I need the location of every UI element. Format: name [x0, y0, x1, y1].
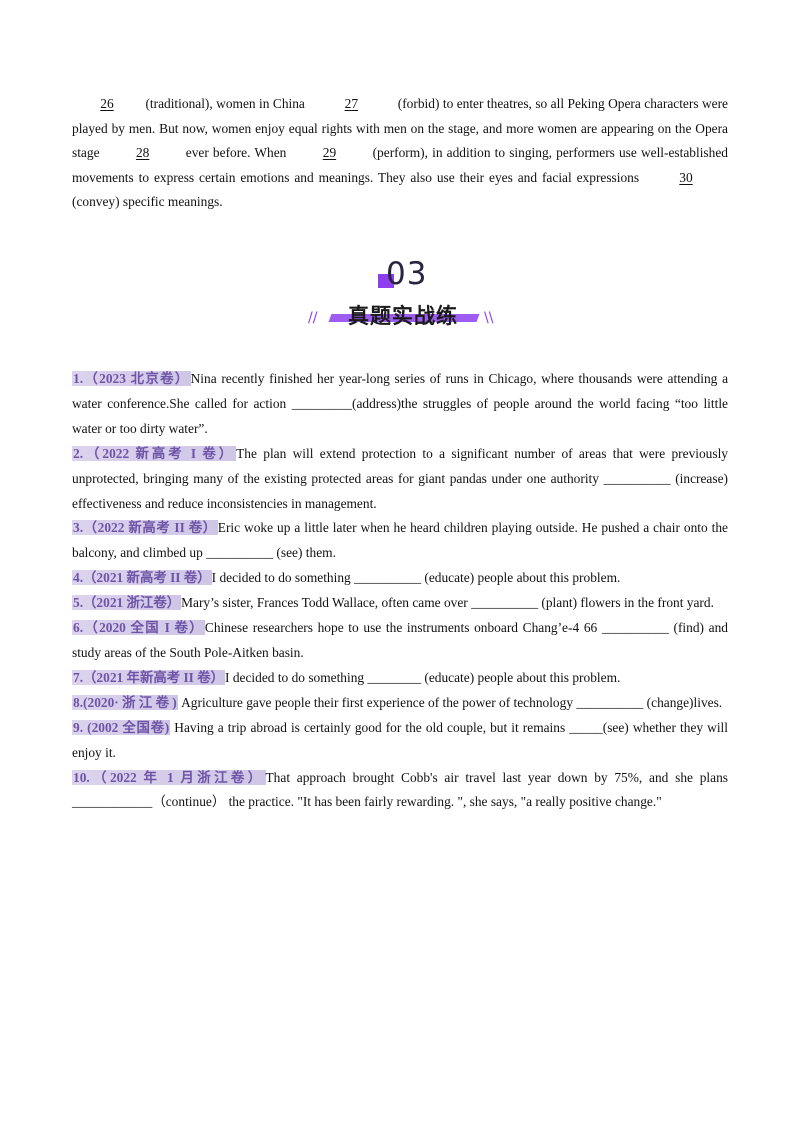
passage-text-2: (forbid) to enter theatres, so all Pekin… — [72, 96, 728, 161]
slash-right-decoration: \\ — [484, 310, 494, 326]
answer-blank: __________ — [354, 570, 422, 586]
section-title-banner: // 真题实战练 \\ — [300, 298, 500, 328]
question-text: I decided to do something — [225, 669, 368, 685]
passage-text-5: (convey) specific meanings. — [72, 194, 223, 210]
question-item: 8.(2020· 浙 江 卷 ) Agriculture gave people… — [72, 691, 728, 716]
question-item: 1.（2023 北京卷）Nina recently finished her y… — [72, 367, 728, 442]
blank-29: 29 — [322, 145, 337, 161]
question-source-tag: 10.（2022 年 1 月浙江卷） — [72, 769, 266, 785]
answer-blank: _____ — [569, 719, 603, 735]
section-number: 03 — [386, 256, 428, 292]
cloze-passage: 26 (traditional), women in China 27 (for… — [72, 92, 728, 215]
answer-blank: ________ — [367, 669, 422, 685]
blank-26: 26 — [100, 96, 114, 111]
question-source-tag: 3.（2022 新高考 II 卷） — [72, 520, 218, 536]
question-source-tag: 5.（2021 浙江卷） — [72, 595, 182, 611]
question-text: (plant) flowers in the front yard. — [538, 595, 714, 611]
answer-blank: ____________ — [72, 794, 153, 810]
question-source-tag: 2.（2022 新高考 I 卷） — [72, 445, 237, 461]
question-item: 7.（2021 年新高考 II 卷）I decided to do someth… — [72, 666, 728, 691]
question-item: 4.（2021 新高考 II 卷）I decided to do somethi… — [72, 566, 728, 591]
question-text: Eric woke up a little later when he hear… — [72, 520, 729, 561]
question-text: (educate) people about this problem. — [421, 570, 621, 586]
question-source-tag: 4.（2021 新高考 II 卷） — [72, 570, 212, 586]
answer-blank: __________ — [576, 694, 644, 710]
question-source-tag: 1.（2023 北京卷） — [72, 371, 191, 386]
question-source-tag: 7.（2021 年新高考 II 卷） — [72, 669, 226, 685]
question-text: Nina recently finished her year-long ser… — [72, 371, 729, 411]
question-source-tag: 6.（2020 全国 I 卷） — [72, 620, 205, 636]
question-text: （continue） the practice. "It has been fa… — [152, 794, 662, 810]
answer-blank: __________ — [206, 545, 274, 561]
question-source-tag: 9. (2002 全国卷) — [72, 719, 171, 735]
question-list: 1.（2023 北京卷）Nina recently finished her y… — [72, 367, 728, 815]
blank-28: 28 — [135, 145, 150, 161]
question-item: 10.（2022 年 1 月浙江卷）That approach brought … — [72, 766, 728, 816]
question-text: (see) whether they will enjoy it. — [72, 719, 728, 760]
question-text: Chinese researchers hope to use the inst… — [204, 620, 602, 636]
passage-text-1: (traditional), women in China — [142, 96, 309, 111]
question-item: 3.（2022 新高考 II 卷）Eric woke up a little l… — [72, 516, 728, 566]
question-text: (find) and study areas of the South Pole… — [72, 620, 729, 660]
question-text: That approach brought Cobb's air travel … — [265, 769, 728, 785]
answer-blank: __________ — [601, 620, 669, 636]
question-text: Having a trip abroad is certainly good f… — [170, 719, 570, 735]
answer-blank: _________ — [291, 395, 352, 411]
question-text: Agriculture gave people their first expe… — [177, 694, 577, 710]
section-number-accent — [378, 274, 394, 288]
question-text: (educate) people about this problem. — [421, 669, 621, 685]
question-text: (address)the struggles of people around … — [72, 395, 728, 436]
slash-left-decoration: // — [308, 310, 318, 326]
question-text: (see) them. — [273, 545, 336, 561]
question-text: (increase) effectiveness and reduce inco… — [72, 470, 728, 511]
question-item: 2.（2022 新高考 I 卷）The plan will extend pro… — [72, 442, 728, 517]
question-text: (change)lives. — [643, 694, 723, 710]
blank-30: 30 — [679, 169, 693, 185]
blank-27: 27 — [344, 96, 359, 111]
answer-blank: __________ — [603, 470, 671, 486]
question-source-tag: 8.(2020· 浙 江 卷 ) — [72, 694, 178, 710]
passage-text-3: ever before. When — [181, 145, 291, 161]
question-text: I decided to do something — [211, 570, 355, 586]
question-text: The plan will extend protection to a sig… — [72, 445, 729, 486]
question-text: Mary’s sister, Frances Todd Wallace, oft… — [181, 595, 472, 611]
question-item: 9. (2002 全国卷) Having a trip abroad is ce… — [72, 716, 728, 766]
question-item: 6.（2020 全国 I 卷）Chinese researchers hope … — [72, 616, 728, 666]
section-header: 03 // 真题实战练 \\ — [300, 254, 500, 334]
section-title: 真题实战练 — [348, 304, 458, 328]
question-item: 5.（2021 浙江卷）Mary’s sister, Frances Todd … — [72, 591, 728, 616]
answer-blank: __________ — [471, 595, 539, 611]
passage-text-4: (perform), in addition to singing, perfo… — [72, 145, 728, 185]
